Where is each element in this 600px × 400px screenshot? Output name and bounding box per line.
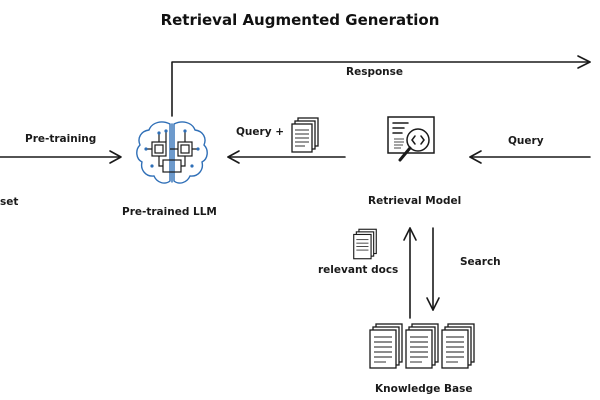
pretraining-arrowhead	[109, 150, 122, 164]
response-label: Response	[346, 66, 404, 78]
relevant-docs-arrowhead	[403, 227, 417, 241]
query-label: Query	[508, 135, 544, 147]
query-plus-label: Query +	[236, 126, 284, 138]
search-arrowhead	[426, 297, 440, 311]
brain-chip-icon	[136, 121, 208, 184]
search-label: Search	[460, 256, 501, 268]
response-arrow	[171, 61, 591, 117]
relevant-docs-label: relevant docs	[318, 264, 399, 276]
query-docs-arrowhead	[227, 150, 240, 164]
magnifier-code-icon	[387, 116, 435, 162]
document-stack-icon	[291, 117, 319, 153]
diagram-title: Retrieval Augmented Generation	[160, 11, 440, 29]
retrieval-model-label: Retrieval Model	[368, 195, 462, 207]
dataset-label: set	[0, 196, 19, 208]
document-stack-icon	[353, 228, 377, 260]
document-stacks-icon	[369, 323, 475, 369]
pre-training-label: Pre-training	[25, 133, 97, 145]
query-arrowhead	[469, 150, 482, 164]
response-arrowhead	[577, 55, 591, 69]
pretrained-llm-label: Pre-trained LLM	[122, 206, 217, 218]
knowledge-base-label: Knowledge Base	[375, 383, 473, 395]
